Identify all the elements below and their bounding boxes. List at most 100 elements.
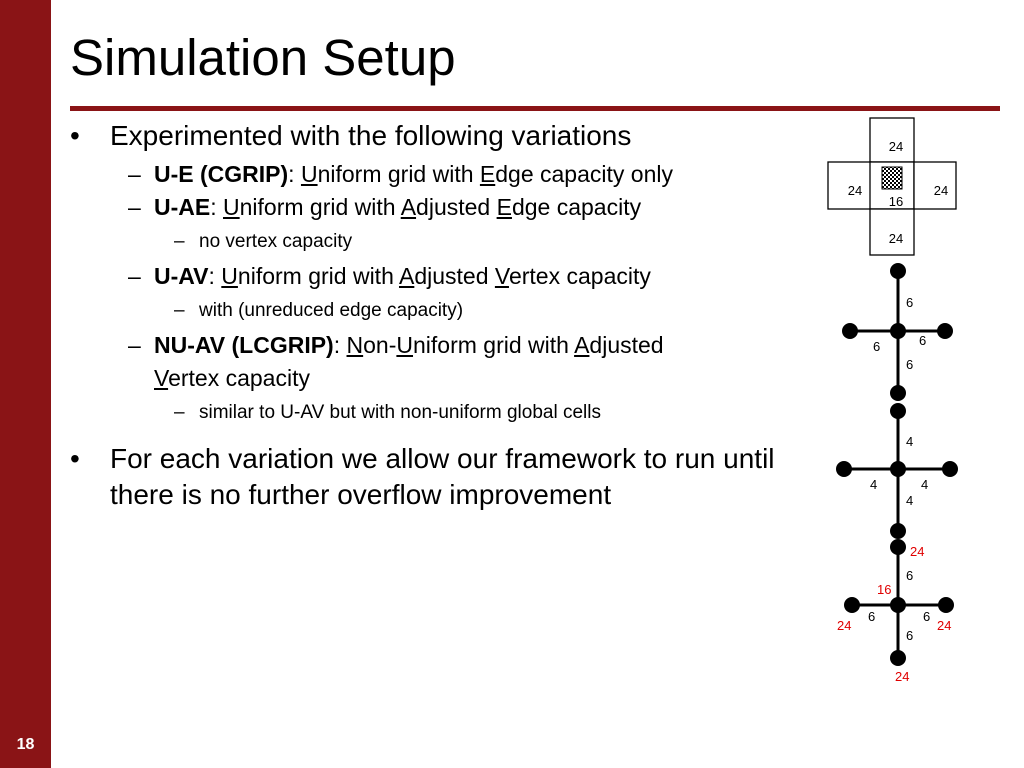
graph3-node-left — [844, 597, 860, 613]
sub-sub-bullet-uae-note: – no vertex capacity — [70, 224, 840, 260]
sidebar-accent-bar: 18 — [0, 0, 51, 768]
underlined-letter: U — [396, 332, 414, 358]
cross-cell-right — [913, 161, 957, 210]
separator: : — [208, 263, 222, 289]
graph3-node-center — [890, 597, 906, 613]
bullet-marker: • — [70, 443, 80, 474]
sub-bullet-nuav: – NU-AV (LCGRIP): Non-Uniform grid with … — [70, 329, 840, 395]
graph1-node-top — [890, 263, 906, 279]
sub-bullet-uae: – U-AE: Uniform grid with Adjusted Edge … — [70, 191, 840, 224]
separator: : — [288, 161, 301, 187]
underlined-letter: A — [400, 194, 417, 220]
sub-marker: – — [128, 263, 141, 289]
text-part: djusted — [589, 332, 664, 358]
cross-label-center: 16 — [889, 194, 903, 209]
text-part: on- — [363, 332, 397, 358]
graph3-node-top — [890, 539, 906, 555]
vertex-graph-1: 6 6 6 6 — [842, 263, 953, 401]
graph1-node-bottom — [890, 385, 906, 401]
underlined-letter: E — [479, 161, 496, 187]
blockage-icon — [881, 166, 903, 190]
text-part: dge capacity — [511, 194, 642, 220]
graph1-label-top: 6 — [906, 295, 913, 310]
text-part: niform grid with — [237, 263, 399, 289]
cross-cell-top — [869, 117, 915, 163]
graph2-label-right: 4 — [921, 477, 928, 492]
cross-label-top: 24 — [889, 139, 903, 154]
graph3-label-right: 6 — [923, 609, 930, 624]
graph1-label-bottom: 6 — [906, 357, 913, 372]
note-text: with (unreduced edge capacity) — [199, 300, 464, 321]
cross-label-bottom: 24 — [889, 231, 903, 246]
graph1-node-center — [890, 323, 906, 339]
sub-sub-bullet-uav-note: – with (unreduced edge capacity) — [70, 293, 840, 329]
graph1-node-left — [842, 323, 858, 339]
graph2-label-top: 4 — [906, 434, 913, 449]
variant-name: U-E (CGRIP) — [154, 161, 289, 187]
underlined-letter: U — [300, 161, 318, 187]
underlined-letter: V — [154, 365, 169, 391]
variant-name: U-AV — [154, 263, 209, 289]
bullet-text: Experimented with the following variatio… — [110, 120, 632, 151]
graph2-node-right — [942, 461, 958, 477]
graph1-label-right: 6 — [919, 333, 926, 348]
text-part: djusted — [416, 194, 497, 220]
variant-name: U-AE — [154, 194, 211, 220]
graph3-node-bottom — [890, 650, 906, 666]
graph3-label-bottom-red: 24 — [895, 669, 909, 684]
cross-cell-left — [827, 161, 872, 210]
cross-cell-bottom — [869, 208, 915, 256]
graph2-node-bottom — [890, 523, 906, 539]
variant-name: NU-AV (LCGRIP) — [154, 332, 334, 358]
underlined-letter: U — [221, 263, 238, 289]
graph3-node-right — [938, 597, 954, 613]
sub-marker: – — [174, 402, 185, 423]
text-part: djusted — [414, 263, 495, 289]
text-part: ertex capacity — [168, 365, 310, 391]
bullet-list: • Experimented with the following variat… — [70, 118, 840, 517]
slide-number: 18 — [16, 736, 35, 753]
graph3-label-top: 6 — [906, 568, 913, 583]
sub-sub-bullet-nuav-note: – similar to U-AV but with non-uniform g… — [70, 395, 840, 431]
sub-bullet-ue: – U-E (CGRIP): Uniform grid with Edge ca… — [70, 158, 840, 191]
graph3-label-left: 6 — [868, 609, 875, 624]
graph1-node-right — [937, 323, 953, 339]
graph3-label-bottom: 6 — [906, 628, 913, 643]
sub-bullet-uav: – U-AV: Uniform grid with Adjusted Verte… — [70, 260, 840, 293]
bullet-text: For each variation we allow our framewor… — [110, 443, 775, 510]
vertex-graph-3: 24 6 16 6 6 6 24 24 24 — [837, 539, 954, 684]
graph3-label-left-red: 24 — [837, 618, 851, 633]
separator: : — [210, 194, 224, 220]
text-part: niform grid with — [239, 194, 401, 220]
cross-label-left: 24 — [848, 183, 862, 198]
text-part: dge capacity only — [495, 161, 673, 187]
note-text: no vertex capacity — [199, 231, 353, 252]
underlined-letter: A — [574, 332, 590, 358]
sub-marker: – — [128, 332, 141, 358]
graph3-label-top-red: 24 — [910, 544, 924, 559]
bullet-framework: • For each variation we allow our framew… — [70, 441, 840, 513]
separator: : — [333, 332, 347, 358]
graph3-label-center-red: 16 — [877, 582, 891, 597]
graph2-label-left: 4 — [870, 477, 877, 492]
underlined-letter: E — [496, 194, 512, 220]
underlined-letter: N — [346, 332, 364, 358]
underlined-letter: U — [223, 194, 240, 220]
note-text: similar to U-AV but with non-uniform glo… — [199, 402, 601, 423]
text-part: niform grid with — [317, 161, 480, 187]
graph3-label-right-red: 24 — [937, 618, 951, 633]
sub-marker: – — [128, 194, 141, 220]
graph2-node-top — [890, 403, 906, 419]
sub-marker: – — [174, 231, 185, 252]
graph2-node-center — [890, 461, 906, 477]
vertex-graph-2: 4 4 4 4 — [836, 403, 958, 539]
text-part: niform grid with — [413, 332, 575, 358]
sub-marker: – — [174, 300, 185, 321]
sub-marker: – — [128, 161, 141, 187]
text-part: ertex capacity — [508, 263, 651, 289]
grid-cross-diagram: 24 24 24 16 24 — [827, 117, 957, 256]
bullet-marker: • — [70, 120, 80, 151]
underlined-letter: A — [398, 263, 415, 289]
cross-label-right: 24 — [934, 183, 948, 198]
